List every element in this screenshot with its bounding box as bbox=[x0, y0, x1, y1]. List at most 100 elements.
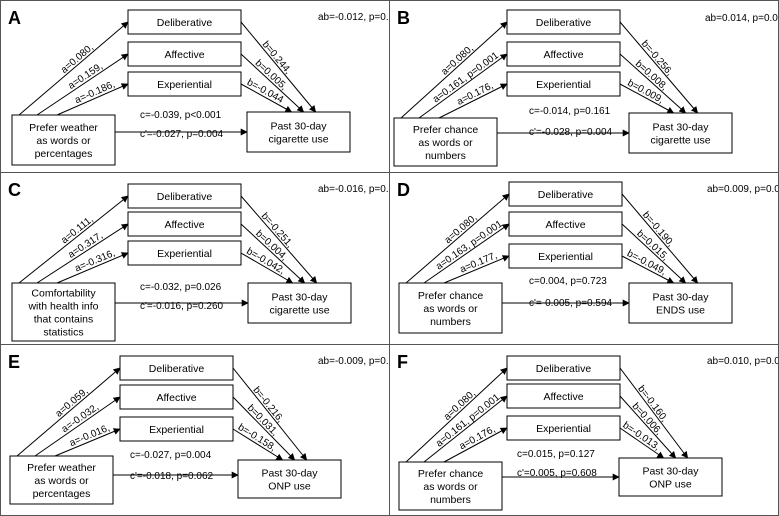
b-path-arrow bbox=[619, 83, 675, 114]
predictor-label: statistics bbox=[43, 327, 83, 339]
direct-effect-label: c'=-0.027, p=0.004 bbox=[140, 129, 224, 140]
a-path-arrow bbox=[443, 427, 508, 463]
total-effect-label: c=-0.027, p=0.004 bbox=[130, 450, 212, 461]
b-path-arrow bbox=[621, 223, 687, 284]
mediator-label: Deliberative bbox=[536, 363, 592, 375]
panel-divider-vertical bbox=[389, 0, 390, 516]
predictor-label: percentages bbox=[33, 488, 91, 500]
mediator-box-deliberative bbox=[127, 183, 242, 209]
predictor-box bbox=[9, 455, 114, 505]
b-path-arrow bbox=[240, 83, 293, 113]
predictor-box bbox=[393, 117, 498, 167]
mediator-box-experiential bbox=[508, 243, 623, 269]
mediator-box-deliberative bbox=[119, 355, 234, 381]
predictor-label: percentages bbox=[35, 148, 93, 160]
mediator-box-deliberative bbox=[506, 9, 621, 35]
b-path-arrow bbox=[619, 21, 699, 114]
total-effect-label: c=-0.039, p<0.001 bbox=[140, 110, 222, 121]
outcome-label: Past 30-day bbox=[652, 122, 709, 134]
outcome-box bbox=[618, 457, 723, 497]
a-path-arrow bbox=[56, 83, 129, 116]
mediator-box-experiential bbox=[119, 416, 234, 442]
predictor-label: Comfortability bbox=[31, 288, 96, 300]
panel-letter: E bbox=[8, 352, 20, 372]
mediator-label: Experiential bbox=[538, 251, 593, 263]
b-path-arrow bbox=[232, 428, 284, 461]
mediator-label: Experiential bbox=[157, 79, 212, 91]
predictor-label: with health info bbox=[27, 301, 98, 313]
predictor-box bbox=[11, 282, 116, 342]
mediator-label: Experiential bbox=[149, 424, 204, 436]
mediator-label: Experiential bbox=[157, 248, 212, 260]
a-path-arrow bbox=[54, 428, 121, 457]
predictor-label: as words or bbox=[423, 303, 478, 315]
predictor-label: Prefer chance bbox=[418, 290, 484, 302]
b-path-arrow bbox=[232, 396, 296, 461]
a-path-arrow bbox=[423, 223, 510, 284]
panel-letter: B bbox=[397, 8, 410, 28]
outcome-label: cigarette use bbox=[269, 305, 329, 317]
mediator-box-deliberative bbox=[508, 181, 623, 207]
direct-effect-label: c'=-0.028, p=0.004 bbox=[529, 127, 613, 138]
outcome-label: ONP use bbox=[268, 481, 311, 493]
predictor-label: as words or bbox=[418, 137, 473, 149]
b-path-arrow bbox=[240, 223, 306, 284]
panel-divider-horizontal-2 bbox=[0, 344, 779, 345]
total-effect-label: c=0.015, p=0.127 bbox=[517, 449, 595, 460]
outcome-label: Past 30-day bbox=[270, 121, 327, 133]
b-path-arrow bbox=[240, 195, 318, 284]
b-path-arrow bbox=[240, 252, 294, 284]
direct-effect-label: c'=-0.016, p=0.260 bbox=[140, 301, 224, 312]
predictor-label: numbers bbox=[430, 316, 471, 328]
outcome-label: Past 30-day bbox=[261, 468, 318, 480]
b-path-arrow bbox=[619, 395, 677, 459]
total-effect-label: c=0.004, p=0.723 bbox=[529, 276, 607, 287]
mediator-label: Affective bbox=[156, 392, 196, 404]
mediator-label: Affective bbox=[164, 49, 204, 61]
panel-letter: D bbox=[397, 180, 410, 200]
panel-letter: A bbox=[8, 8, 21, 28]
b-path-arrow bbox=[232, 367, 308, 461]
mediator-label: Affective bbox=[543, 49, 583, 61]
b-path-arrow bbox=[621, 255, 675, 284]
outcome-label: cigarette use bbox=[650, 135, 710, 147]
predictor-label: Prefer chance bbox=[413, 124, 479, 136]
panel-letter: C bbox=[8, 180, 21, 200]
total-effect-label: c=-0.032, p=0.026 bbox=[140, 282, 222, 293]
b-path-arrow bbox=[240, 53, 305, 113]
outcome-label: Past 30-day bbox=[271, 292, 328, 304]
mediator-label: Deliberative bbox=[538, 189, 594, 201]
indirect-effect-label: ab=-0.016, p=0.037 bbox=[318, 184, 389, 195]
a-path-arrow bbox=[405, 367, 508, 463]
mediator-box-affective bbox=[119, 384, 234, 410]
mediator-box-affective bbox=[127, 41, 242, 67]
mediator-label: Deliberative bbox=[536, 17, 592, 29]
outcome-label: Past 30-day bbox=[652, 292, 709, 304]
a-path-arrow bbox=[34, 396, 121, 457]
b-path-arrow bbox=[619, 427, 665, 459]
a-path-arrow bbox=[18, 21, 129, 116]
predictor-label: numbers bbox=[425, 150, 466, 162]
mediator-label: Deliberative bbox=[157, 17, 213, 29]
indirect-effect-label: ab=0.009, p=0.045 bbox=[707, 184, 778, 195]
predictor-label: Prefer weather bbox=[29, 122, 98, 134]
predictor-label: numbers bbox=[430, 494, 471, 506]
predictor-box bbox=[11, 114, 116, 166]
predictor-label: Prefer weather bbox=[27, 462, 96, 474]
a-path-arrow bbox=[16, 367, 121, 457]
outcome-label: ENDS use bbox=[656, 305, 705, 317]
panel-letter: F bbox=[397, 352, 408, 372]
indirect-effect-label: ab=0.010, p=0.011 bbox=[707, 356, 778, 367]
indirect-effect-label: ab=-0.009, p=0.014 bbox=[318, 356, 389, 367]
mediator-box-experiential bbox=[127, 240, 242, 266]
mediator-box-affective bbox=[506, 41, 621, 67]
mediator-box-experiential bbox=[127, 71, 242, 97]
b-path-arrow bbox=[619, 367, 689, 459]
outcome-label: Past 30-day bbox=[642, 466, 699, 478]
predictor-label: as words or bbox=[423, 481, 478, 493]
a-path-arrow bbox=[18, 195, 129, 284]
